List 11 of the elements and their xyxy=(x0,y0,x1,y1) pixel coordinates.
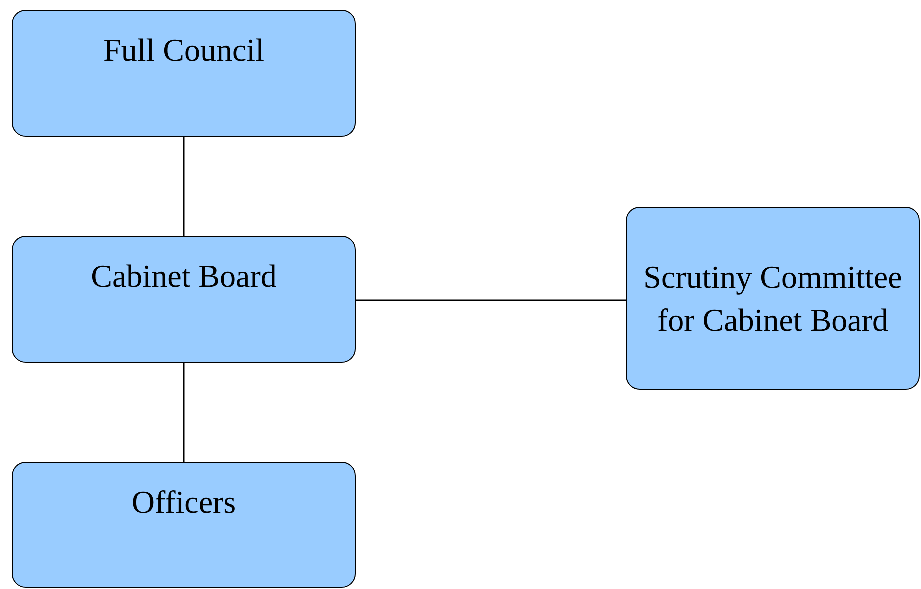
org-box xyxy=(12,236,356,363)
org-box xyxy=(12,462,356,588)
connector-line xyxy=(183,363,185,462)
box-label: Full Council xyxy=(104,31,264,70)
org-box xyxy=(12,10,356,137)
box-label: Officers xyxy=(132,483,236,522)
connector-line xyxy=(183,137,185,236)
box-label: Cabinet Board xyxy=(91,257,277,296)
connector-line xyxy=(356,300,626,302)
org-box xyxy=(626,207,920,390)
box-label: Scrutiny Committee for Cabinet Board xyxy=(642,258,904,340)
